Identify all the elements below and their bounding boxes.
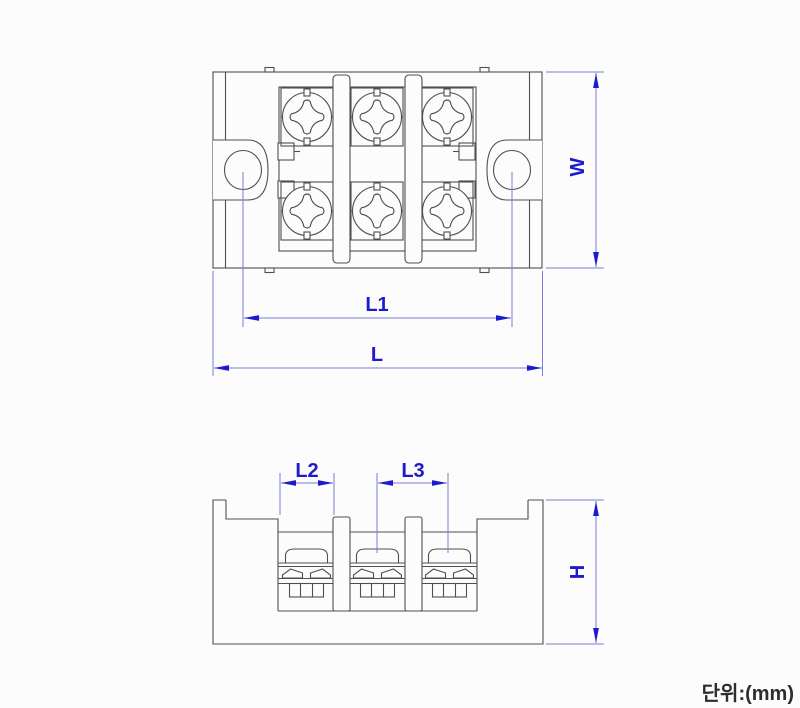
dim-label-l: L — [371, 344, 383, 366]
edge-tab — [479, 66, 490, 73]
right-step — [476, 500, 529, 611]
phillips-cross — [429, 99, 465, 135]
slot-notch-bottom — [373, 231, 381, 240]
unit-note: 단위:(mm) — [702, 682, 794, 705]
slot-notch-top — [443, 88, 451, 97]
divider-wall — [332, 74, 351, 264]
terminal-bay — [278, 531, 335, 598]
slot-notch-top — [373, 88, 381, 97]
phillips-cross — [359, 193, 395, 229]
screw-terminal — [350, 181, 404, 241]
edge-tab — [479, 267, 490, 274]
dim-label-h: H — [567, 565, 589, 579]
dimension-arrow — [593, 628, 599, 643]
clamp-wing — [424, 568, 447, 579]
dimension-arrow — [318, 480, 333, 486]
screw-terminal — [420, 87, 474, 147]
slot-notch-top — [303, 88, 311, 97]
clamp-wing — [452, 568, 475, 579]
slot-notch-bottom — [443, 137, 451, 146]
phillips-cross — [429, 193, 465, 229]
screw-dome — [284, 548, 329, 563]
slot-notch-top — [443, 182, 451, 191]
edge-tab — [264, 66, 275, 73]
dim-label-w: W — [567, 157, 589, 176]
divider-wall-front — [404, 516, 423, 612]
housing-outline-front — [212, 499, 544, 645]
dimension-arrow — [527, 365, 542, 371]
dimension-arrow — [496, 315, 511, 321]
dim-label-l3: L3 — [401, 460, 424, 482]
dimension-arrow — [593, 501, 599, 516]
dimension-arrow — [378, 480, 393, 486]
dimension-arrow — [593, 252, 599, 267]
slot-notch-bottom — [303, 137, 311, 146]
divider-wall — [404, 74, 423, 264]
phillips-cross — [359, 99, 395, 135]
contact-teeth — [359, 582, 396, 598]
slot-notch-top — [303, 182, 311, 191]
dimension-arrow — [244, 315, 259, 321]
clamp-wing — [281, 568, 304, 579]
dimension-arrow — [432, 480, 447, 486]
dimension-lines — [212, 71, 604, 645]
dimension-arrow — [214, 365, 229, 371]
dim-label-l1: L1 — [365, 294, 388, 316]
terminal-bay — [350, 531, 405, 598]
phillips-cross — [289, 193, 325, 229]
screw-terminal — [280, 87, 334, 147]
top-view-drawing — [212, 66, 543, 274]
edge-tab — [264, 267, 275, 274]
slot-notch-top — [373, 182, 381, 191]
dimension-arrow — [593, 73, 599, 88]
terminal-bay — [422, 531, 477, 598]
screw-terminal — [420, 181, 474, 241]
clamp-wing — [309, 568, 332, 579]
front-view-drawing — [212, 499, 544, 645]
slot-notch-bottom — [443, 231, 451, 240]
contact-teeth — [288, 582, 325, 598]
contact-teeth — [431, 582, 468, 598]
terminal-block-body — [278, 86, 477, 252]
screw-terminal — [350, 87, 404, 147]
divider-wall-front — [332, 516, 351, 612]
screw-dome — [427, 548, 472, 563]
slot-notch-bottom — [373, 137, 381, 146]
dim-label-l2: L2 — [295, 460, 318, 482]
clamp-wing — [352, 568, 375, 579]
clamp-wing — [380, 568, 403, 579]
slot-notch-bottom — [303, 231, 311, 240]
dimension-arrow — [281, 480, 296, 486]
phillips-cross — [289, 99, 325, 135]
left-step — [225, 500, 279, 611]
